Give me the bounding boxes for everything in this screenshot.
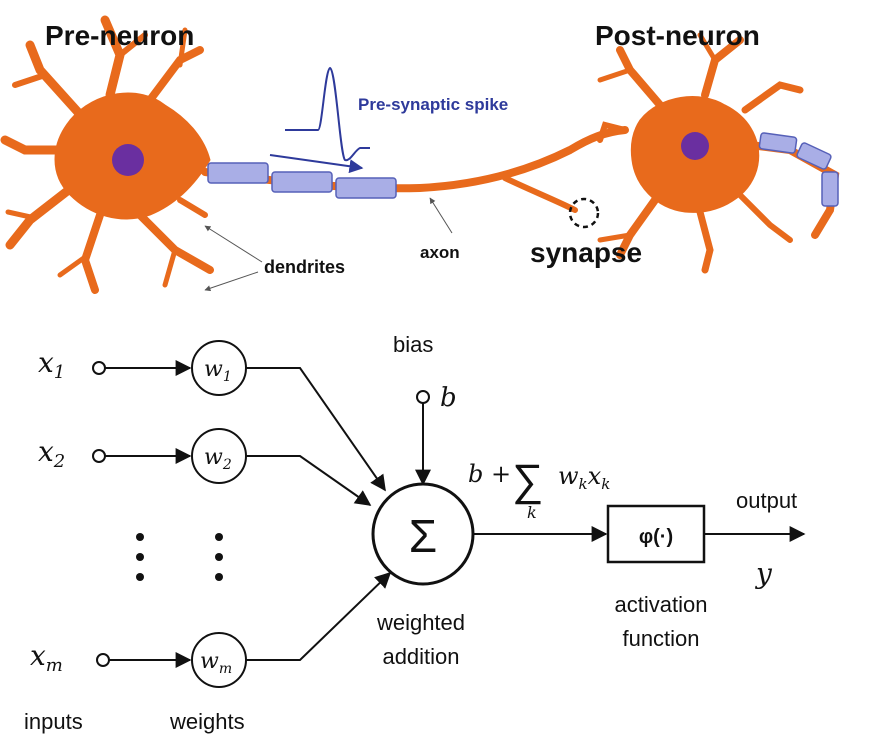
weight-wm-label: wm (200, 649, 232, 677)
weight-w1-label: w1 (204, 357, 232, 385)
spike-direction-arrow (269, 154, 364, 174)
input-xm-label: xm (30, 639, 63, 676)
bias-symbol: b (440, 383, 457, 413)
synapse-circle (568, 197, 600, 229)
post-neuron-nucleus (681, 132, 709, 160)
svg-text:k: k (527, 503, 537, 522)
dendrites-label: dendrites (264, 257, 345, 277)
dendrites-pointer-2 (204, 271, 259, 292)
input-x2-label: x2 (38, 435, 65, 472)
perceptron-panel: x1 w1 x2 w2 xm wm (24, 332, 806, 734)
input-row-2: x2 w2 (38, 428, 372, 506)
activation-function-line2: function (622, 626, 699, 651)
summation-symbol: Σ (409, 510, 437, 562)
weighted-addition-line2: addition (382, 644, 459, 669)
dendrites-pointer-1 (204, 225, 263, 263)
bias-label: bias (393, 332, 433, 357)
neuron-panel: Pre-neuron Post-neuron Pre-synaptic spik… (0, 15, 840, 294)
post-neuron-title: Post-neuron (595, 20, 760, 51)
input-node-m (96, 653, 110, 667)
bias-input: bias b (393, 332, 457, 486)
pre-neuron-nucleus (112, 144, 144, 176)
ellipsis-dots (136, 533, 223, 581)
sum-formula: b + ∑ k wkxk (468, 456, 610, 522)
synapse-label: synapse (530, 237, 642, 268)
weighted-addition-line1: weighted (376, 610, 465, 635)
svg-text:b +: b + (468, 460, 511, 488)
pre-neuron-cell (0, 15, 214, 294)
input-row-1: x1 w1 (38, 340, 386, 492)
output-label: output (736, 488, 797, 513)
activation-function-line1: activation (615, 592, 708, 617)
weights-caption: weights (169, 709, 245, 734)
input-node-1 (92, 361, 106, 375)
svg-text:∑: ∑ (512, 456, 543, 505)
input-x1-label: x1 (38, 346, 65, 383)
inputs-caption: inputs (24, 709, 83, 734)
spike-label: Pre-synaptic spike (358, 95, 508, 114)
weight-w2-label: w2 (204, 445, 232, 473)
output-symbol: y (754, 557, 773, 590)
spike-waveform-icon (285, 66, 370, 162)
input-row-m: xm wm (30, 571, 392, 688)
activation-symbol: φ(·) (639, 526, 673, 548)
input-node-2 (92, 449, 106, 463)
pre-neuron-title: Pre-neuron (45, 20, 194, 51)
axon-pointer (429, 197, 453, 234)
svg-text:wkxk: wkxk (558, 462, 610, 493)
myelin-sheath (207, 162, 397, 199)
axon-label: axon (420, 243, 460, 262)
bias-node (416, 390, 430, 404)
post-myelin-sheath (758, 132, 839, 207)
